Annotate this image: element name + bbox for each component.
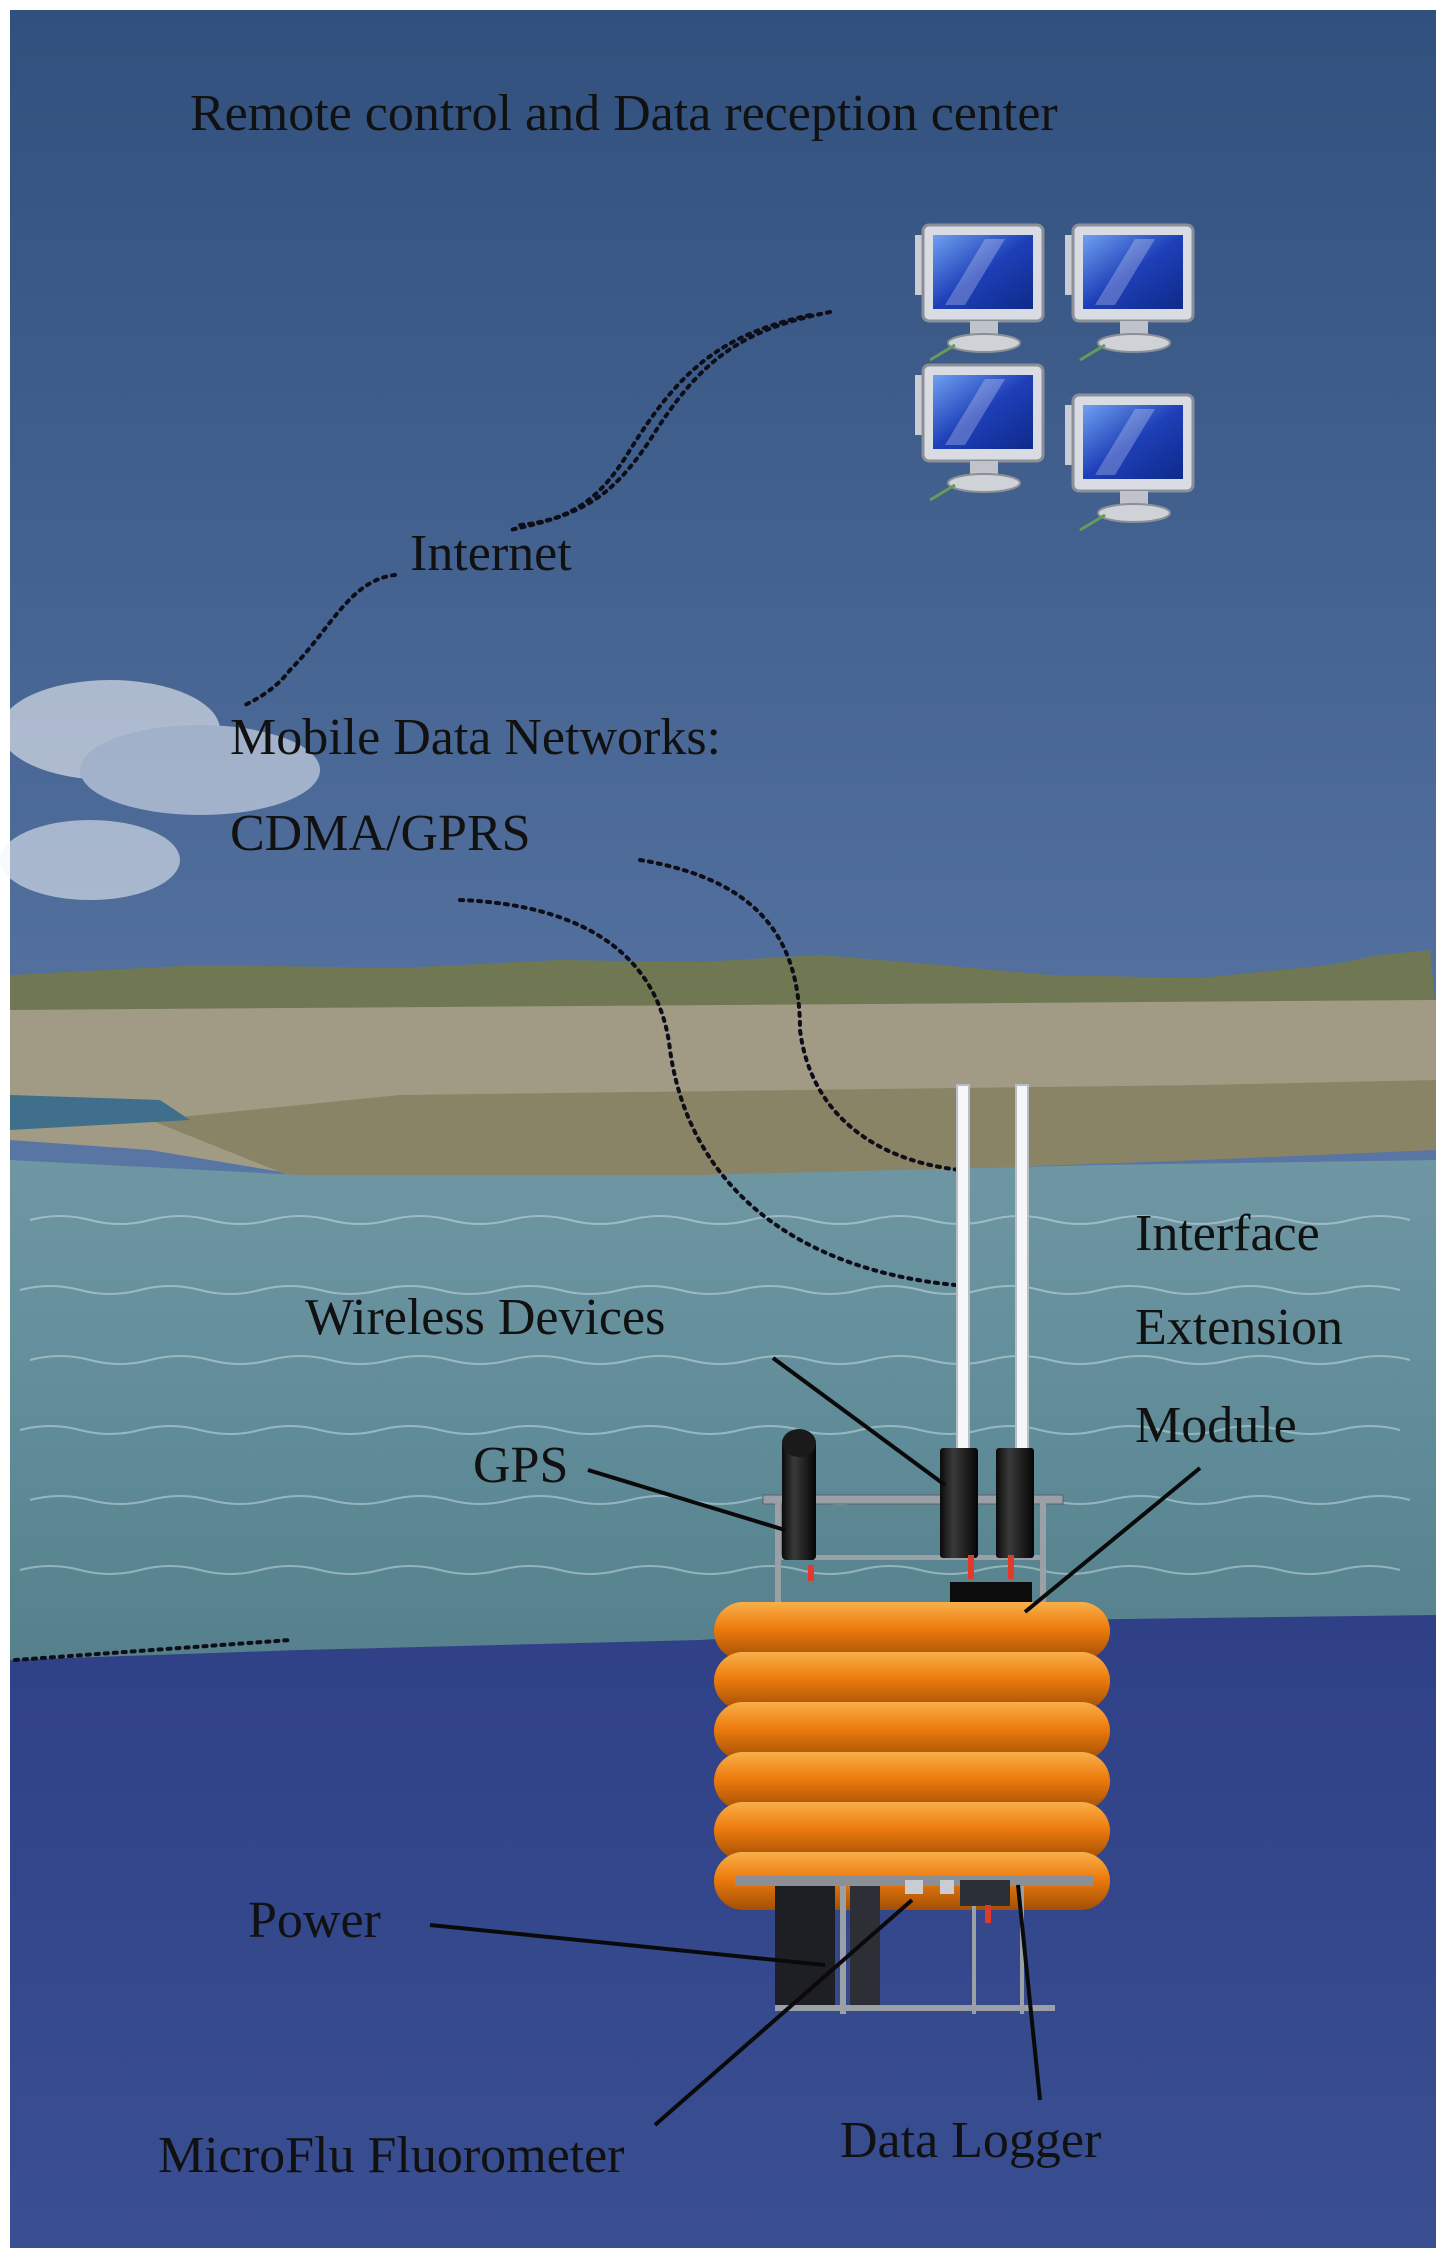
interface-label: Interface [1135,1205,1320,1262]
fluorometer-label: MicroFlu Fluorometer [158,2127,625,2184]
wireless-devices-label: Wireless Devices [305,1289,666,1346]
wireless-leader [771,1356,947,1487]
antennas [956,1084,1029,1466]
power-label: Power [248,1892,381,1949]
water-surface [10,1160,1436,1660]
wave-texture [19,1215,1411,1575]
clouds [0,680,320,900]
data-logger-leader [1016,1884,1042,2101]
mobile-link [458,858,962,1287]
module-label: Module [1135,1397,1297,1454]
internet-link [13,310,832,1662]
interface-leader [1023,1466,1202,1614]
gps-leader [587,1468,786,1532]
data-logger-label: Data Logger [840,2112,1102,2169]
extension-label: Extension [1135,1299,1343,1356]
diagram-title: Remote control and Data reception center [190,85,1058,142]
fluorometer-leader [653,1898,914,2127]
buoy [714,1429,1110,2014]
gps-label: GPS [473,1437,569,1494]
land [10,950,1436,1180]
cdma-gprs-label: CDMA/GPRS [230,805,531,862]
mobile-networks-label: Mobile Data Networks: [230,709,722,766]
power-leader [429,1923,826,1967]
internet-label: Internet [410,525,572,582]
leader-lines [429,1356,1202,2127]
